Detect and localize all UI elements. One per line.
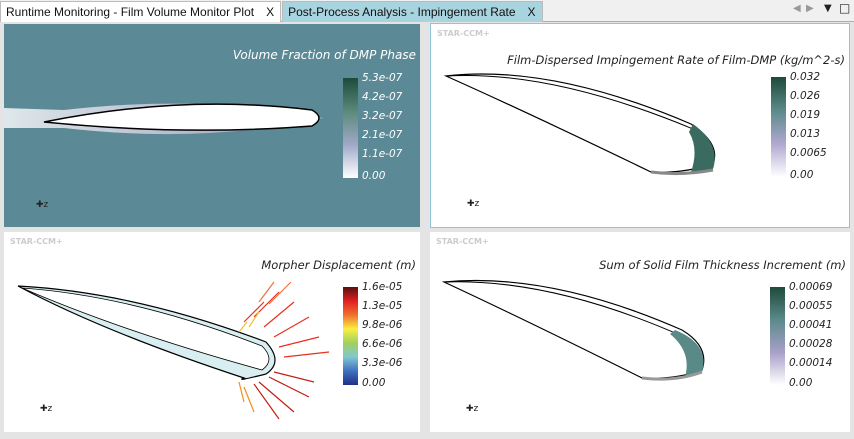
legend-colorbar bbox=[343, 78, 358, 178]
tab-label: Runtime Monitoring - Film Volume Monitor… bbox=[6, 5, 255, 19]
legend-tick: 6.6e-06 bbox=[362, 338, 403, 350]
airfoil-scene bbox=[4, 103, 324, 135]
star-ccm-logo: STAR-CCM+ bbox=[437, 29, 490, 38]
view-title: Morpher Displacement (m) bbox=[261, 258, 416, 272]
legend-tick: 0.0065 bbox=[790, 147, 827, 159]
view-title: Film-Dispersed Impingement Rate of Film-… bbox=[507, 53, 845, 67]
legend-tick: 0.00041 bbox=[789, 319, 833, 331]
tab-post-process-analysis[interactable]: Post-Process Analysis - Impingement Rate… bbox=[282, 1, 543, 22]
view-title: Volume Fraction of DMP Phase bbox=[232, 48, 416, 62]
legend-tick: 1.3e-05 bbox=[362, 300, 403, 312]
legend-tick: 0.00028 bbox=[789, 338, 833, 350]
legend-tick: 9.8e-06 bbox=[362, 319, 403, 331]
legend-tick: 0.019 bbox=[790, 109, 821, 121]
legend-tick: 4.2e-07 bbox=[362, 91, 403, 103]
axis-triad-icon: ✚z bbox=[36, 200, 49, 210]
morpher-displacement-view[interactable]: STAR-CCM+ Morpher Displacement (m) 1.6e-… bbox=[4, 232, 420, 432]
legend-tick: 3.3e-06 bbox=[362, 357, 403, 369]
tab-strip: Runtime Monitoring - Film Volume Monitor… bbox=[0, 1, 543, 22]
film-thickness-view[interactable]: STAR-CCM+ Sum of Solid Film Thickness In… bbox=[430, 232, 850, 432]
axis-triad-icon: ✚z bbox=[466, 404, 479, 414]
tab-label: Post-Process Analysis - Impingement Rate bbox=[288, 5, 516, 19]
legend-tick: 5.3e-07 bbox=[362, 72, 403, 84]
scroll-left-icon[interactable]: ◀ bbox=[793, 3, 801, 14]
maximize-icon[interactable]: □ bbox=[839, 1, 851, 15]
axis-triad-icon: ✚z bbox=[467, 199, 480, 209]
volume-fraction-view[interactable]: Volume Fraction of DMP Phase 5.3e-07 4.2… bbox=[4, 24, 420, 227]
legend-tick: 2.1e-07 bbox=[362, 129, 403, 141]
legend-tick: 1.6e-05 bbox=[362, 281, 403, 293]
legend-colorbar bbox=[343, 287, 358, 385]
star-ccm-logo: STAR-CCM+ bbox=[436, 237, 489, 246]
legend-tick: 0.00 bbox=[789, 377, 813, 389]
star-ccm-logo: STAR-CCM+ bbox=[10, 237, 63, 246]
impingement-rate-view[interactable]: STAR-CCM+ Film-Dispersed Impingement Rat… bbox=[430, 23, 850, 228]
close-icon[interactable]: X bbox=[266, 5, 275, 19]
legend-tick: 0.013 bbox=[790, 128, 821, 140]
legend-tick: 0.00069 bbox=[789, 281, 833, 293]
view-title: Sum of Solid Film Thickness Increment (m… bbox=[599, 258, 846, 272]
legend-tick: 0.00 bbox=[362, 170, 386, 182]
legend-tick: 0.00 bbox=[362, 377, 386, 389]
legend-tick: 0.00 bbox=[790, 169, 814, 181]
tab-bar: Runtime Monitoring - Film Volume Monitor… bbox=[0, 0, 854, 22]
legend-tick: 3.2e-07 bbox=[362, 110, 403, 122]
legend-tick: 0.00014 bbox=[789, 357, 833, 369]
legend-tick: 1.1e-07 bbox=[362, 148, 403, 160]
airfoil-scene bbox=[17, 281, 330, 420]
legend-colorbar bbox=[771, 77, 786, 177]
menu-icon[interactable]: ▼ bbox=[824, 3, 832, 14]
axis-triad-icon: ✚z bbox=[40, 404, 53, 414]
airfoil-scene bbox=[441, 279, 705, 381]
airfoil-scene bbox=[443, 73, 716, 176]
tab-runtime-monitoring[interactable]: Runtime Monitoring - Film Volume Monitor… bbox=[0, 1, 282, 22]
legend-tick: 0.00055 bbox=[789, 300, 833, 312]
scroll-right-icon[interactable]: ▶ bbox=[806, 3, 814, 14]
legend-colorbar bbox=[770, 287, 785, 385]
close-icon[interactable]: X bbox=[527, 5, 536, 19]
legend-tick: 0.032 bbox=[790, 71, 821, 83]
legend-tick: 0.026 bbox=[790, 90, 821, 102]
